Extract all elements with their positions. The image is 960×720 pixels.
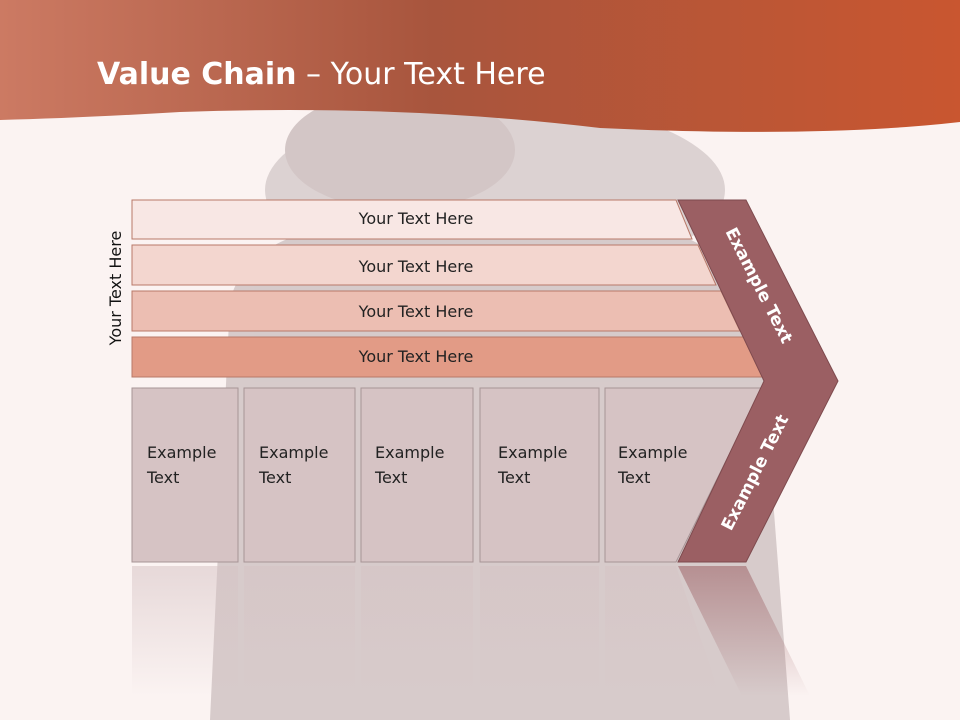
column-4-line1: Example [498,443,567,462]
bar-2-label: Your Text Here [358,257,474,276]
column-5-line1: Example [618,443,687,462]
bar-3-label: Your Text Here [358,302,474,321]
header-band [0,0,960,132]
reflection [132,566,810,696]
bar-2: Your Text Here [131,244,717,286]
column-3-line1: Example [375,443,444,462]
bar-1-label: Your Text Here [358,209,474,228]
column-1-line1: Example [147,443,216,462]
bar-4: Your Text Here [131,336,765,378]
title-rest: – Your Text Here [297,57,546,92]
page-title: Value Chain – Your Text Here [97,57,546,92]
column-4-line2: Text [497,468,530,487]
title-bold: Value Chain [97,57,297,92]
column-2-line2: Text [258,468,291,487]
column-1-line2: Text [146,468,179,487]
bar-3: Your Text Here [131,290,741,332]
side-label: Your Text Here [106,231,125,347]
bar-1: Your Text Here [131,199,693,240]
column-3-line2: Text [374,468,407,487]
column-5-line2: Text [617,468,650,487]
chevron-arrow: Example Text Example Text [677,199,839,563]
bar-4-label: Your Text Here [358,347,474,366]
column-2-line1: Example [259,443,328,462]
